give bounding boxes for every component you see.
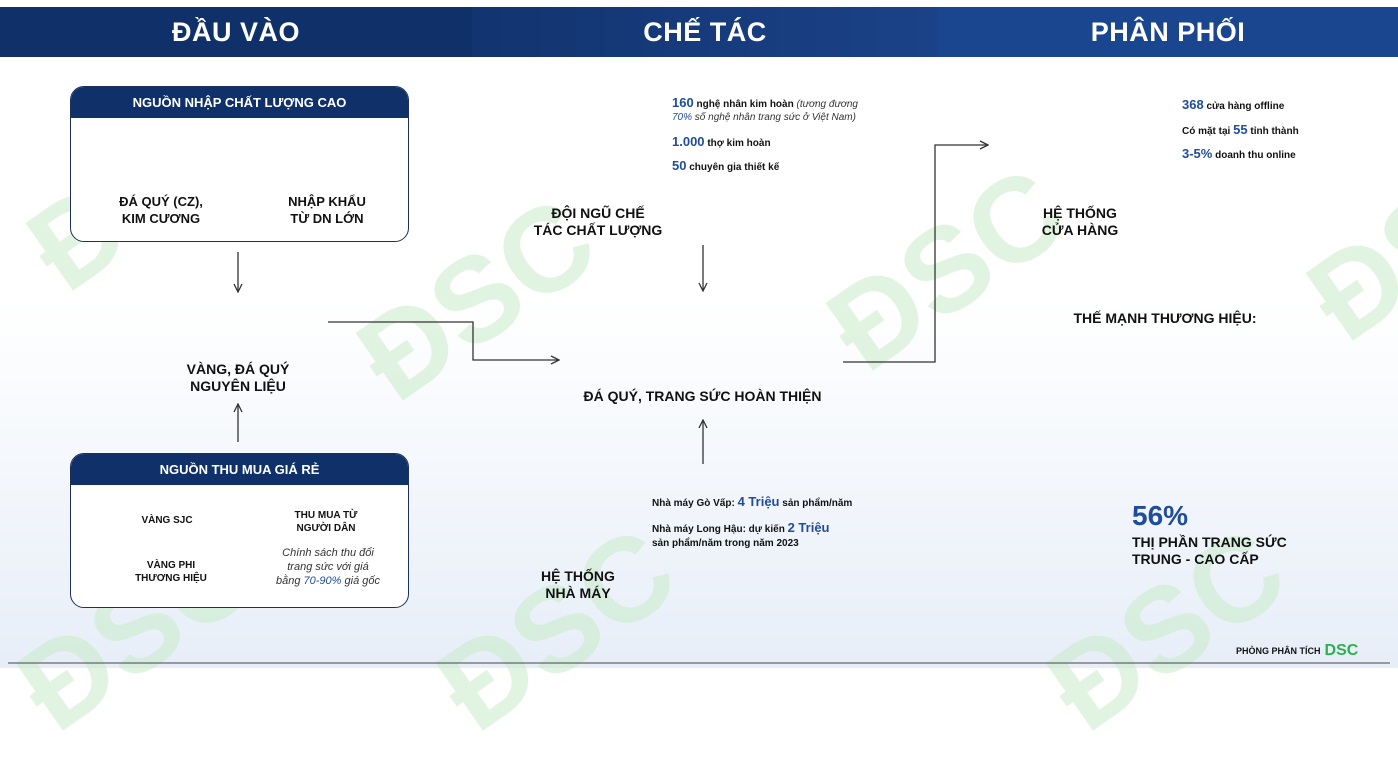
- offline-store-stat: 368 cửa hàng offline: [1182, 97, 1284, 112]
- online-revenue-stat: 3-5% doanh thu online: [1182, 146, 1296, 161]
- label-line: bằng 70-90% giá gốc: [263, 574, 393, 588]
- store-system-label: HỆ THỐNG CỬA HÀNG: [1020, 205, 1140, 239]
- label-line: ĐỘI NGŨ CHẾ: [551, 205, 645, 221]
- label-line: KIM CƯƠNG: [121, 211, 201, 226]
- stat-text: tỉnh thành: [1247, 126, 1299, 137]
- factory-longhau-stat: Nhà máy Long Hậu: dự kiến 2 Triệu sản ph…: [652, 521, 830, 551]
- stat-text: Nhà máy Gò Vấp:: [652, 498, 738, 509]
- text-span: bằng: [276, 575, 304, 587]
- factory-govap-stat: Nhà máy Gò Vấp: 4 Triệu sản phẩm/năm: [652, 494, 852, 509]
- stat-number: 160: [672, 95, 694, 110]
- market-share-label: THỊ PHẦN TRANG SỨC TRUNG - CAO CẤP: [1132, 534, 1287, 568]
- buy-from-public-label: THU MUA TỪ NGƯỜI DÂN: [271, 509, 381, 535]
- stat-number: 4 Triệu: [737, 494, 780, 509]
- stat-text: doanh thu online: [1212, 150, 1296, 161]
- label-line: trang sức với giá: [287, 561, 369, 573]
- stat-number: 2 Triệu: [787, 520, 830, 535]
- stat-note-percent: 70%: [672, 112, 693, 123]
- province-stat: Có mặt tại 55 tỉnh thành: [1182, 122, 1299, 137]
- stat-number: 368: [1182, 97, 1204, 112]
- label-line: TRUNG - CAO CẤP: [1132, 551, 1259, 567]
- stat-text: chuyên gia thiết kế: [686, 162, 780, 173]
- gemstone-diamond-label: ĐÁ QUÝ (CZ), KIM CƯƠNG: [91, 193, 231, 227]
- label-line: THƯƠNG HIỆU: [135, 573, 207, 584]
- brand-strength-label: THẾ MẠNH THƯƠNG HIỆU:: [1073, 310, 1257, 326]
- trade-in-policy-note: Chính sách thu đổi trang sức với giá bằn…: [263, 546, 393, 588]
- stat-note: số nghệ nhân trang sức ở Việt Nam): [692, 112, 856, 123]
- label-line: VÀNG, ĐÁ QUÝ: [186, 361, 290, 377]
- label-line: HỆ THỐNG: [1043, 205, 1117, 221]
- label-line: VÀNG PHI: [146, 560, 196, 571]
- sjc-gold-label: VÀNG SJC: [141, 515, 193, 526]
- stat-text: thợ kim hoàn: [704, 138, 771, 149]
- stat-text: cửa hàng offline: [1203, 101, 1285, 112]
- raw-material-label: VÀNG, ĐÁ QUÝ NGUYÊN LIỆU: [148, 361, 328, 395]
- stat-number: 1.000: [672, 134, 705, 149]
- factory-system-label: HỆ THỐNG NHÀ MÁY: [503, 568, 653, 602]
- label-line: TÁC CHẤT LƯỢNG: [533, 222, 663, 238]
- label-line: NGƯỜI DÂN: [296, 523, 356, 534]
- box-title: NGUỒN THU MUA GIÁ RẺ: [71, 454, 408, 485]
- non-brand-gold-label: VÀNG PHI THƯƠNG HIỆU: [121, 559, 221, 585]
- market-share-value: 56%: [1132, 500, 1189, 531]
- box-title: NGUỒN NHẬP CHẤT LƯỢNG CAO: [71, 87, 408, 118]
- text-span: giá gốc: [341, 575, 380, 587]
- import-label: NHẬP KHẨU TỪ DN LỚN: [257, 193, 397, 227]
- flow-arrow-to-stores: [843, 145, 988, 363]
- stat-text: Nhà máy Long Hậu: dự kiến: [652, 524, 788, 535]
- header-distribution: PHÂN PHỐI: [938, 7, 1398, 57]
- flow-arrow-to-finished: [328, 321, 559, 360]
- stat-text: sản phẩm/năm: [779, 498, 853, 509]
- goldsmith-stat: 1.000 thợ kim hoàn: [672, 134, 771, 149]
- craft-team-label: ĐỘI NGŨ CHẾ TÁC CHẤT LƯỢNG: [508, 205, 688, 239]
- stat-text: nghệ nhân kim hoàn: [693, 99, 797, 110]
- header-craft: CHẾ TÁC: [472, 7, 938, 57]
- percent-value: 70-90%: [303, 575, 342, 587]
- footer-credit: PHÒNG PHÂN TÍCH DSC: [1236, 642, 1358, 660]
- low-cost-purchase-box: NGUỒN THU MUA GIÁ RẺ VÀNG SJC VÀNG PHI T…: [70, 453, 409, 608]
- stat-note: (tương đương: [796, 99, 858, 110]
- stat-number: 3-5%: [1182, 146, 1213, 161]
- label-line: HỆ THỐNG: [541, 568, 615, 584]
- label-line: NGUYÊN LIỆU: [190, 378, 286, 394]
- department-name: PHÒNG PHÂN TÍCH: [1236, 646, 1321, 656]
- stat-text: Có mặt tại: [1182, 126, 1234, 137]
- label-line: CỬA HÀNG: [1041, 222, 1119, 238]
- designer-stat: 50 chuyên gia thiết kế: [672, 158, 779, 173]
- stat-number: 55: [1233, 122, 1248, 137]
- label-line: THỊ PHẦN TRANG SỨC: [1132, 534, 1287, 550]
- label-line: NHẬP KHẨU: [288, 194, 366, 209]
- artisan-stat: 160 nghệ nhân kim hoàn (tương đương 70% …: [672, 96, 932, 124]
- header-input: ĐẦU VÀO: [0, 7, 472, 57]
- stat-text: sản phẩm/năm trong năm 2023: [652, 538, 799, 549]
- high-quality-source-box: NGUỒN NHẬP CHẤT LƯỢNG CAO ĐÁ QUÝ (CZ), K…: [70, 86, 409, 242]
- column-header-bar: ĐẦU VÀO CHẾ TÁC PHÂN PHỐI: [0, 0, 1398, 57]
- stat-number: 50: [672, 158, 687, 173]
- label-line: THU MUA TỪ: [294, 510, 358, 521]
- dsc-logo: DSC: [1324, 642, 1359, 659]
- label-line: NHÀ MÁY: [545, 585, 611, 601]
- label-line: TỪ DN LỚN: [290, 211, 364, 226]
- label-line: ĐÁ QUÝ (CZ),: [119, 194, 203, 209]
- finished-product-label: ĐÁ QUÝ, TRANG SỨC HOÀN THIỆN: [583, 388, 822, 404]
- label-line: Chính sách thu đổi: [282, 547, 374, 559]
